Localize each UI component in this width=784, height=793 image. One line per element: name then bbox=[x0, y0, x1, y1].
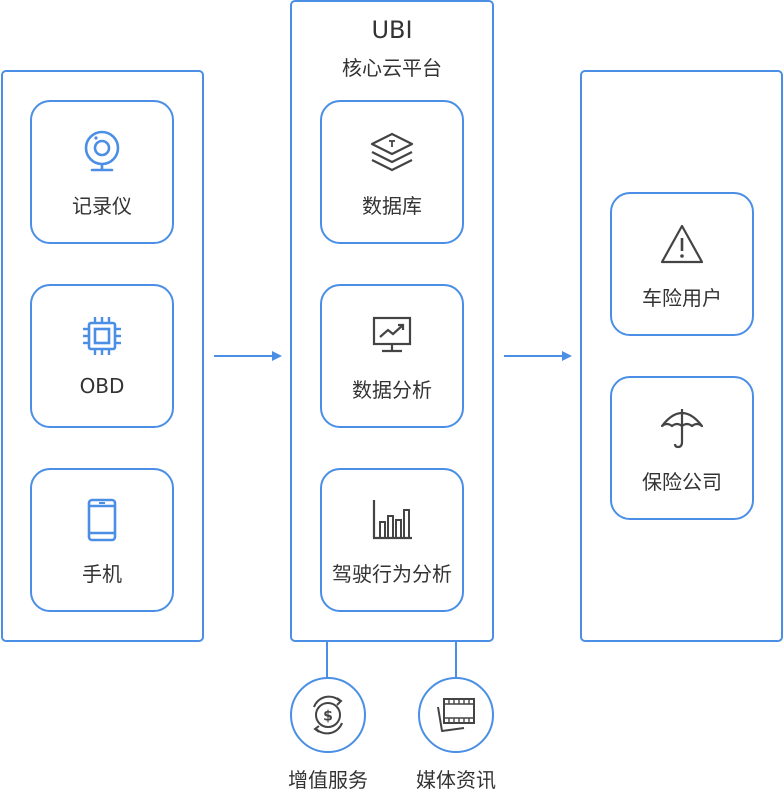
monitor-chart-icon bbox=[372, 316, 412, 353]
connector-media bbox=[455, 642, 457, 678]
value-added-service-node: $ bbox=[290, 677, 366, 753]
svg-text:$: $ bbox=[323, 709, 333, 725]
card-label: 保险公司 bbox=[642, 470, 722, 494]
bar-chart-icon bbox=[372, 500, 412, 540]
arrow-center-to-right bbox=[504, 351, 572, 361]
webcam-icon bbox=[84, 130, 120, 172]
arrow-left-to-center bbox=[214, 351, 282, 361]
connector-value-added bbox=[326, 642, 328, 678]
layers-icon bbox=[370, 132, 414, 172]
phone-icon bbox=[87, 498, 117, 542]
card-label: 记录仪 bbox=[72, 194, 132, 218]
platform-subtitle: 核心云平台 bbox=[342, 56, 442, 80]
card-insurance-user: 车险用户 bbox=[610, 192, 754, 336]
card-insurance-company: 保险公司 bbox=[610, 376, 754, 520]
card-label: 数据库 bbox=[362, 194, 422, 218]
card-label: 数据分析 bbox=[352, 378, 432, 402]
dollar-cycle-icon: $ bbox=[313, 695, 343, 735]
film-icon bbox=[437, 698, 475, 732]
platform-title: UBI bbox=[371, 16, 413, 44]
card-obd: OBD bbox=[30, 284, 174, 428]
chip-icon bbox=[83, 317, 121, 355]
customers-panel bbox=[580, 70, 783, 642]
card-database: 数据库 bbox=[320, 100, 464, 244]
card-phone: 手机 bbox=[30, 468, 174, 612]
card-data-analysis: 数据分析 bbox=[320, 284, 464, 428]
card-label: OBD bbox=[79, 374, 125, 398]
card-label: 驾驶行为分析 bbox=[332, 562, 452, 586]
warning-icon bbox=[660, 224, 704, 264]
card-driving-analysis: 驾驶行为分析 bbox=[320, 468, 464, 612]
card-label: 车险用户 bbox=[642, 286, 722, 310]
media-info-node bbox=[418, 677, 494, 753]
card-label: 手机 bbox=[82, 562, 122, 586]
umbrella-icon bbox=[660, 409, 704, 449]
media-info-label: 媒体资讯 bbox=[416, 768, 496, 792]
value-added-service-label: 增值服务 bbox=[288, 768, 368, 792]
card-recorder: 记录仪 bbox=[30, 100, 174, 244]
